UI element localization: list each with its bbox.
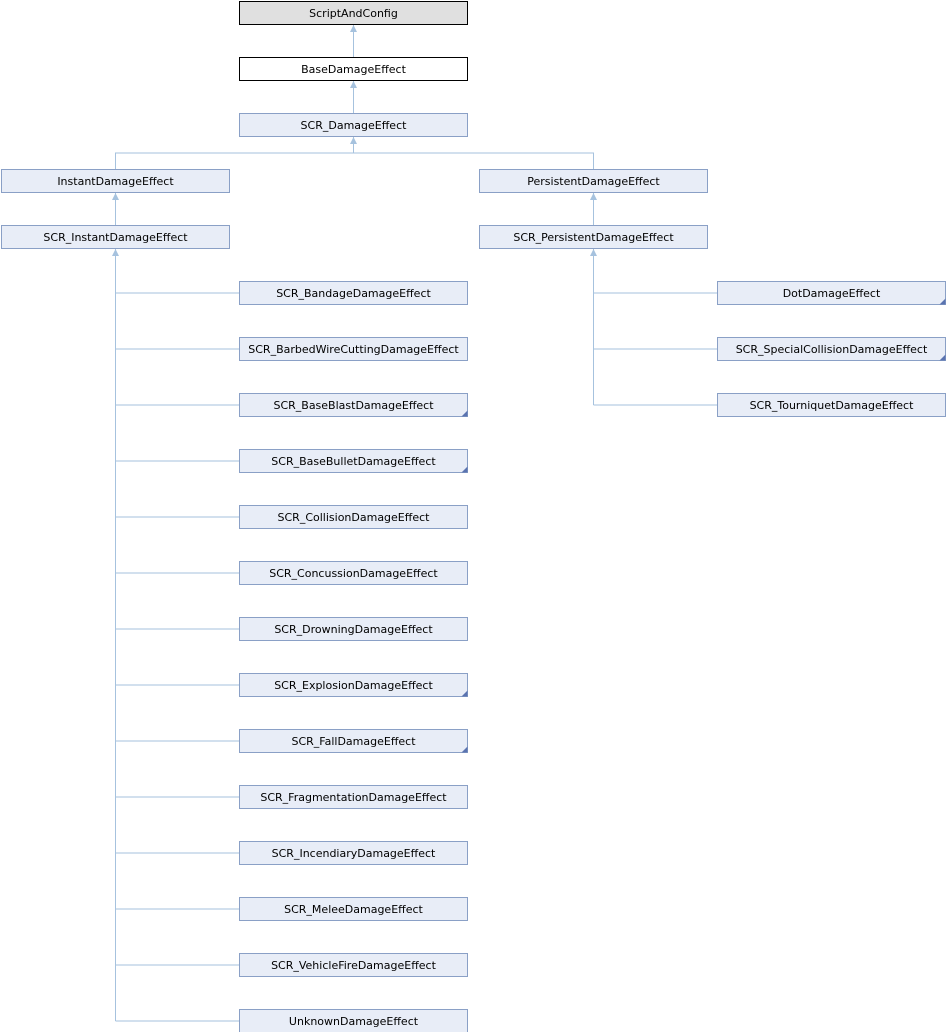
class-box — [239, 841, 468, 865]
class-name: SCR_FallDamageEffect — [291, 735, 416, 748]
class-node-scr-drowningdamageeffect[interactable]: SCR_DrowningDamageEffect — [239, 617, 468, 641]
class-name: SCR_BaseBulletDamageEffect — [271, 455, 436, 468]
class-name: PersistentDamageEffect — [527, 175, 660, 188]
class-name: SCR_DamageEffect — [301, 119, 408, 132]
has-subclasses-marker — [939, 354, 946, 361]
has-subclasses-marker — [461, 410, 468, 417]
arrowhead-persistentdamageeffect — [590, 193, 597, 200]
class-box — [239, 729, 468, 753]
class-node-persistentdamageeffect[interactable]: PersistentDamageEffect — [479, 169, 708, 193]
class-name: SCR_SpecialCollisionDamageEffect — [736, 343, 928, 356]
class-name: BaseDamageEffect — [301, 63, 407, 76]
class-name: DotDamageEffect — [783, 287, 881, 300]
class-box — [239, 113, 468, 137]
class-node-scr-persistentdamageeffect[interactable]: SCR_PersistentDamageEffect — [479, 225, 708, 249]
class-name: SCR_PersistentDamageEffect — [513, 231, 674, 244]
class-name: SCR_BarbedWireCuttingDamageEffect — [248, 343, 459, 356]
has-subclasses-marker — [461, 466, 468, 473]
class-node-scr-vehiclefiredamageeffect[interactable]: SCR_VehicleFireDamageEffect — [239, 953, 468, 977]
class-name: SCR_InstantDamageEffect — [43, 231, 188, 244]
class-node-scr-instantdamageeffect[interactable]: SCR_InstantDamageEffect — [1, 225, 230, 249]
class-name: SCR_IncendiaryDamageEffect — [272, 847, 436, 860]
has-subclasses-marker — [461, 746, 468, 753]
class-node-unknowndamageeffect[interactable]: UnknownDamageEffect — [239, 1009, 468, 1032]
class-node-scr-meleedamageeffect[interactable]: SCR_MeleeDamageEffect — [239, 897, 468, 921]
class-node-instantdamageeffect[interactable]: InstantDamageEffect — [1, 169, 230, 193]
class-box — [239, 673, 468, 697]
class-node-scr-barbedwirecuttingdamageeffect[interactable]: SCR_BarbedWireCuttingDamageEffect — [239, 337, 468, 361]
class-box — [239, 785, 468, 809]
class-name: SCR_VehicleFireDamageEffect — [271, 959, 437, 972]
class-box — [1, 169, 230, 193]
class-box — [239, 337, 468, 361]
class-name: ScriptAndConfig — [309, 7, 398, 20]
class-box — [239, 953, 468, 977]
class-box — [479, 225, 708, 249]
class-name: SCR_BaseBlastDamageEffect — [273, 399, 434, 412]
arrowhead-instantdamageeffect — [112, 193, 119, 200]
class-box — [239, 1, 468, 25]
class-box — [239, 393, 468, 417]
class-box — [479, 169, 708, 193]
class-box — [239, 897, 468, 921]
class-node-scr-bandagedamageeffect[interactable]: SCR_BandageDamageEffect — [239, 281, 468, 305]
arrowhead-scriptandconfig — [350, 25, 357, 32]
class-name: SCR_DrowningDamageEffect — [274, 623, 433, 636]
class-name: InstantDamageEffect — [57, 175, 174, 188]
class-node-scr-fragmentationdamageeffect[interactable]: SCR_FragmentationDamageEffect — [239, 785, 468, 809]
class-node-scr-tourniquetdamageeffect[interactable]: SCR_TourniquetDamageEffect — [717, 393, 946, 417]
class-node-scriptandconfig[interactable]: ScriptAndConfig — [239, 1, 468, 25]
class-box — [239, 1009, 468, 1032]
class-node-scr-falldamageeffect[interactable]: SCR_FallDamageEffect — [239, 729, 468, 753]
class-node-scr-concussiondamageeffect[interactable]: SCR_ConcussionDamageEffect — [239, 561, 468, 585]
class-box — [239, 449, 468, 473]
class-node-scr-basebulletdamageeffect[interactable]: SCR_BaseBulletDamageEffect — [239, 449, 468, 473]
class-box — [1, 225, 230, 249]
inheritance-edges — [112, 25, 717, 1022]
has-subclasses-marker — [461, 690, 468, 697]
class-box — [239, 617, 468, 641]
edge-scr-damageeffect-to-instantdamageeffect — [115, 152, 354, 169]
class-box — [239, 561, 468, 585]
arrowhead-basedamageeffect — [350, 81, 357, 88]
class-node-scr-specialcollisiondamageeffect[interactable]: SCR_SpecialCollisionDamageEffect — [717, 337, 946, 361]
class-box — [239, 281, 468, 305]
class-node-scr-damageeffect[interactable]: SCR_DamageEffect — [239, 113, 468, 137]
class-name: SCR_FragmentationDamageEffect — [260, 791, 447, 804]
class-node-scr-collisiondamageeffect[interactable]: SCR_CollisionDamageEffect — [239, 505, 468, 529]
class-name: SCR_ExplosionDamageEffect — [274, 679, 433, 692]
class-node-dotdamageeffect[interactable]: DotDamageEffect — [717, 281, 946, 305]
arrowhead-scr-damageeffect — [350, 137, 357, 144]
class-node-scr-baseblastdamageeffect[interactable]: SCR_BaseBlastDamageEffect — [239, 393, 468, 417]
arrowhead-scr-persistentdamageeffect — [590, 249, 597, 256]
class-name: UnknownDamageEffect — [289, 1015, 419, 1028]
class-box — [239, 505, 468, 529]
class-box — [239, 57, 468, 81]
class-name: SCR_ConcussionDamageEffect — [269, 567, 438, 580]
class-node-scr-explosiondamageeffect[interactable]: SCR_ExplosionDamageEffect — [239, 673, 468, 697]
arrowhead-scr-instantdamageeffect — [112, 249, 119, 256]
class-name: SCR_MeleeDamageEffect — [284, 903, 423, 916]
class-name: SCR_CollisionDamageEffect — [278, 511, 431, 524]
class-node-basedamageeffect[interactable]: BaseDamageEffect — [239, 57, 468, 81]
class-name: SCR_BandageDamageEffect — [276, 287, 431, 300]
has-subclasses-marker — [939, 298, 946, 305]
class-node-scr-incendiarydamageeffect[interactable]: SCR_IncendiaryDamageEffect — [239, 841, 468, 865]
edge-scr-damageeffect-to-persistentdamageeffect — [353, 152, 594, 169]
class-name: SCR_TourniquetDamageEffect — [750, 399, 915, 412]
